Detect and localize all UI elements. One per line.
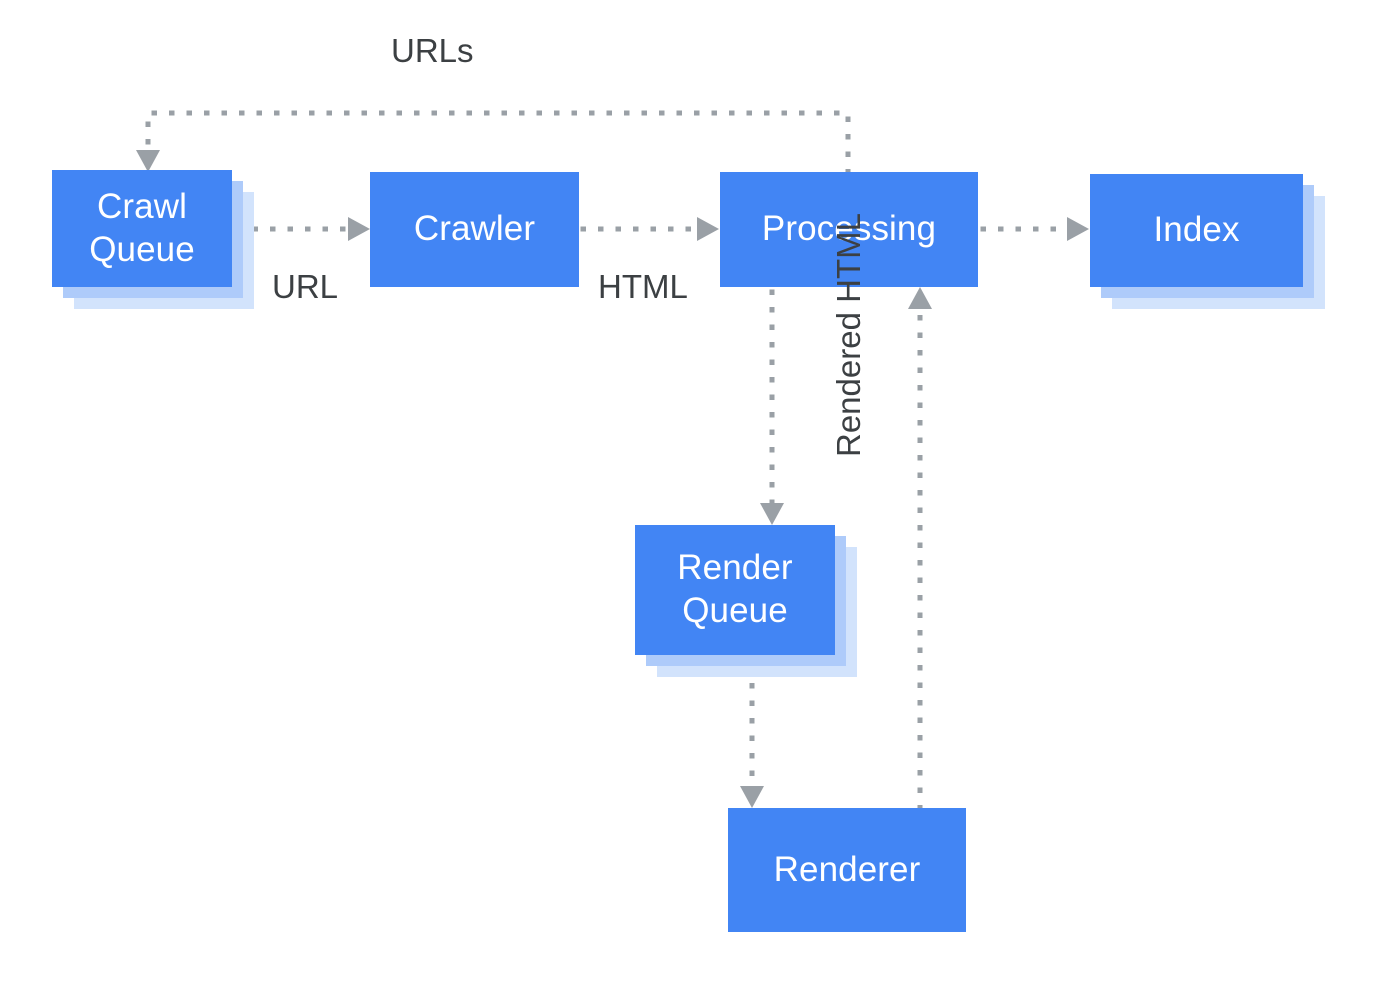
edge-to-render-queue	[760, 289, 784, 525]
index-face	[1090, 174, 1303, 287]
renderer-face	[728, 808, 966, 932]
edge-to-renderer	[740, 665, 764, 808]
node-crawler[interactable]: Crawler	[370, 172, 579, 287]
node-render-queue[interactable]: Render Queue	[635, 525, 857, 677]
edge-label-urls: URLs	[391, 32, 474, 69]
processing-face	[720, 172, 978, 287]
node-index[interactable]: Index	[1090, 174, 1325, 309]
render-queue-face	[635, 525, 835, 655]
edge-label-url: URL	[272, 268, 339, 305]
edge-url	[252, 217, 370, 241]
node-label-crawler: Crawler	[413, 209, 536, 249]
node-renderer[interactable]: Renderer	[728, 808, 966, 932]
node-label-render-queue: Render Queue	[677, 548, 793, 630]
node-label-renderer: Renderer	[773, 849, 921, 889]
node-crawl-queue[interactable]: Crawl Queue	[52, 170, 254, 309]
edge-rendered-html	[908, 287, 932, 811]
edge-label-rendered-html: Rendered HTML	[830, 213, 867, 457]
node-label-processing: Processing	[761, 209, 937, 249]
node-processing[interactable]: Processing	[720, 172, 978, 287]
crawler-face	[370, 172, 579, 287]
node-label-index: Index	[1153, 210, 1240, 250]
node-label-crawl-queue: Crawl Queue	[89, 186, 195, 269]
edge-urls	[136, 110, 851, 175]
edge-html	[580, 217, 719, 241]
edge-to-index	[980, 217, 1089, 241]
crawl-queue-face	[52, 170, 232, 287]
edge-label-html: HTML	[598, 268, 688, 305]
